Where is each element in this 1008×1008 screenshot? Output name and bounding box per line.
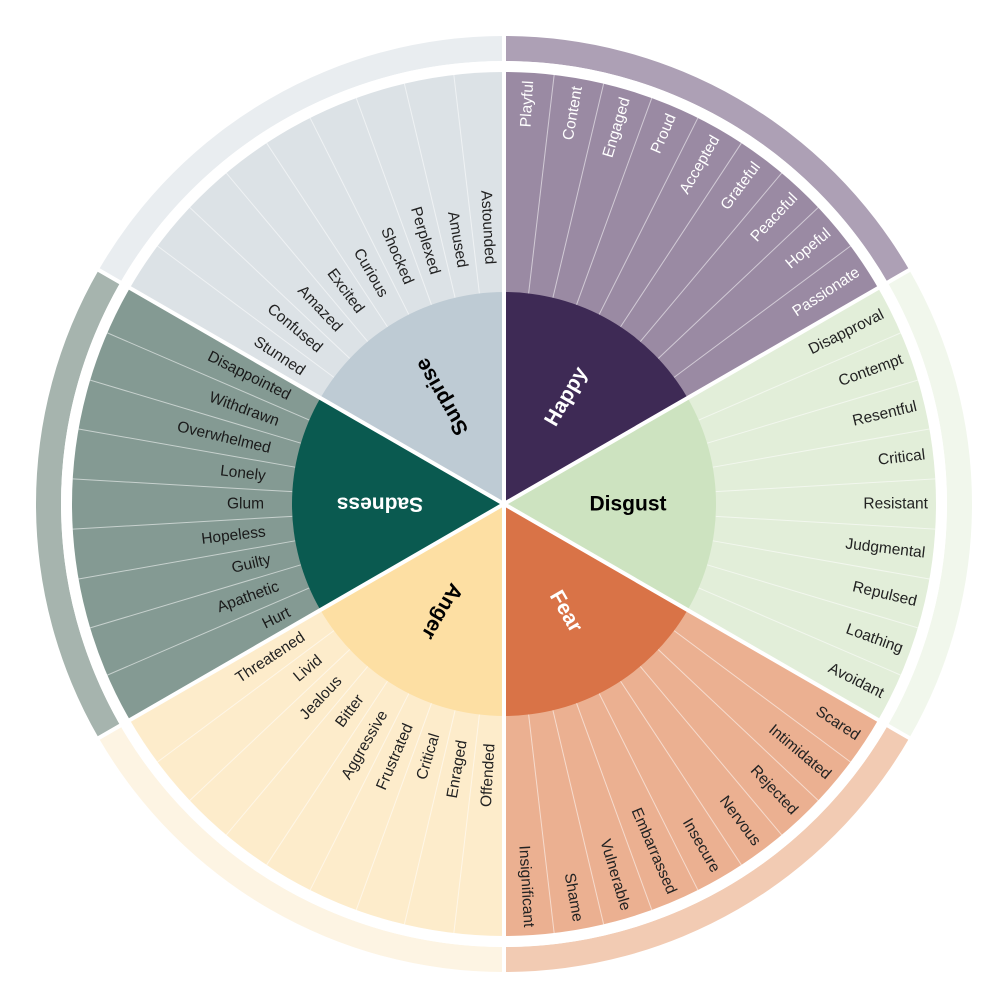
word-label-glum: Glum [227,496,264,513]
word-divider-fear [552,710,605,925]
word-divider-fear [528,714,555,934]
word-divider-surprise [355,97,432,305]
word-divider-disgust [715,515,936,530]
core-label-sadness: Sadness [337,493,423,516]
word-divider-happy [673,245,851,378]
word-divider-happy [528,74,555,294]
core-sector-disgust [504,398,717,610]
core-sector-anger [320,504,504,716]
outer-ring-anger [98,725,504,972]
word-divider-surprise [266,142,388,328]
word-divider-happy [657,207,819,359]
word-divider-sadness [107,332,310,421]
word-divider-sadness [90,379,302,444]
outer-ring-happy [504,36,910,283]
sector-divider [95,267,506,506]
word-divider-sadness [72,478,293,493]
word-divider-anger [403,710,456,925]
outer-ring-sadness [35,270,121,738]
word-divider-disgust [712,428,930,468]
word-label-critical: Critical [877,446,926,468]
word-divider-fear [673,630,851,763]
word-divider-fear [639,666,783,836]
core-label-disgust: Disgust [590,493,667,516]
word-divider-fear [576,703,653,911]
core-sector-sadness [291,398,504,610]
word-divider-surprise [453,74,480,294]
word-divider-sadness [107,587,310,676]
outer-ring-disgust [887,270,973,738]
word-divider-anger [225,666,369,836]
core-sector-surprise [320,292,504,504]
word-divider-happy [598,117,699,315]
word-divider-surprise [157,245,335,378]
word-divider-surprise [225,172,369,342]
outer-ring-surprise [98,36,504,283]
word-label-resistant: Resistant [863,496,928,513]
sector-divider [95,502,506,741]
word-divider-anger [453,714,480,934]
word-divider-anger [266,680,388,866]
word-divider-disgust [706,564,918,629]
word-divider-surprise [309,117,410,315]
word-wedge-sadness [72,288,504,720]
word-divider-anger [309,693,410,891]
word-label-offended: Offended [478,743,499,807]
word-divider-fear [620,680,742,866]
core-sector-fear [504,504,688,716]
word-divider-disgust [698,587,901,676]
word-divider-fear [657,649,819,801]
core-sector-happy [504,292,688,504]
sector-divider [502,502,913,741]
word-divider-anger [157,630,335,763]
word-divider-happy [620,142,742,328]
word-divider-anger [189,649,351,801]
word-divider-anger [355,703,432,911]
word-divider-sadness [72,515,293,530]
word-divider-disgust [706,379,918,444]
core-sectors-layer [95,34,913,974]
sector-divider [502,267,913,506]
word-divider-disgust [715,478,936,493]
outer-ring-fear [504,725,910,972]
word-divider-happy [576,97,653,305]
word-label-playful: Playful [517,80,537,127]
word-divider-surprise [189,207,351,359]
word-divider-happy [552,83,605,298]
word-divider-fear [598,693,699,891]
word-divider-disgust [698,332,901,421]
word-wedge-disgust [504,288,936,720]
word-divider-sadness [78,540,296,580]
word-label-astounded: Astounded [477,190,498,265]
word-label-lonely: Lonely [219,462,267,484]
word-divider-happy [639,172,783,342]
word-label-insignificant: Insignificant [515,845,537,928]
word-divider-disgust [712,540,930,580]
word-divider-sadness [90,564,302,629]
word-divider-sadness [78,428,296,468]
word-divider-surprise [403,83,456,298]
